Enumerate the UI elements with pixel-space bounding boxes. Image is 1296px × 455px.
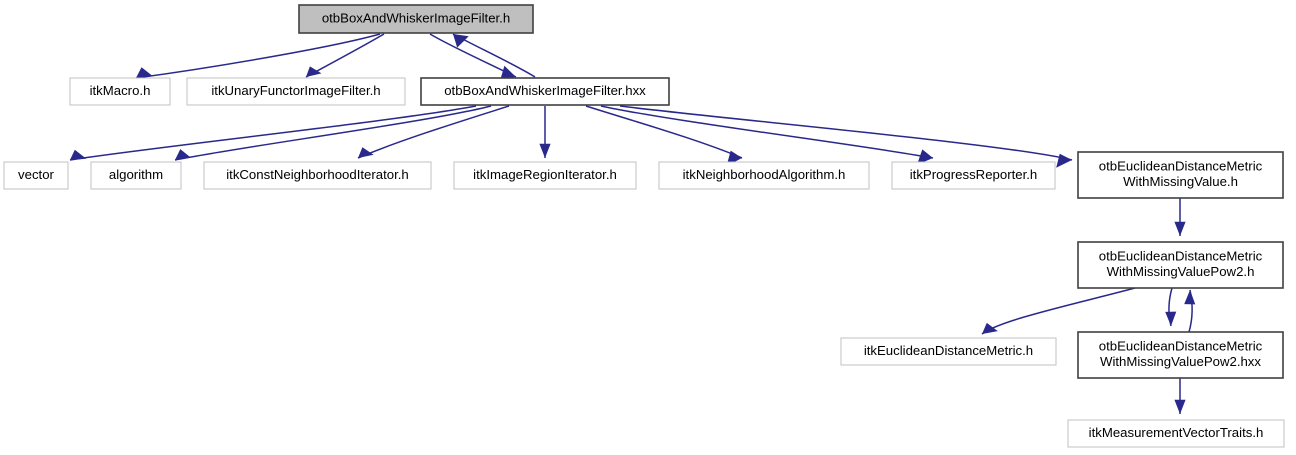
nodes-layer: otbBoxAndWhiskerImageFilter.h itkMacro.h i… — [3, 4, 1285, 448]
graph-node-hxx[interactable]: otbBoxAndWhiskerImageFilter.hxx — [420, 77, 670, 106]
node-box[interactable] — [1067, 419, 1285, 448]
edge-root-to-hxx — [429, 33, 517, 80]
graph-node-itkunary[interactable]: itkUnaryFunctorImageFilter.h — [186, 77, 406, 106]
edge-hxx-to-neighboralg — [585, 105, 743, 167]
edges-layer — [69, 33, 1196, 414]
arrowhead-icon — [1165, 311, 1177, 326]
node-box[interactable] — [298, 4, 534, 34]
edge-hxx-to-algorithm — [174, 105, 492, 161]
node-label: WithMissingValue.h — [1123, 174, 1238, 189]
graph-node-itkmacro[interactable]: itkMacro.h — [69, 77, 171, 106]
graph-node-edmvpow2hxx[interactable]: otbEuclideanDistanceMetricWithMissingVal… — [1077, 331, 1284, 379]
edge-line — [981, 287, 1136, 335]
graph-node-itkmvt[interactable]: itkMeasurementVectorTraits.h — [1067, 419, 1285, 448]
arrowhead-icon — [358, 147, 374, 158]
arrowhead-icon — [1174, 221, 1186, 236]
node-label: itkMeasurementVectorTraits.h — [1089, 425, 1264, 440]
arrowhead-icon — [500, 65, 516, 80]
edge-root-to-itkmacro — [135, 33, 381, 79]
edge-line — [305, 33, 385, 78]
arrowhead-icon — [1184, 290, 1196, 305]
graph-node-neighboralg[interactable]: itkNeighborhoodAlgorithm.h — [658, 161, 870, 190]
arrowhead-icon — [70, 149, 87, 160]
node-label: otbEuclideanDistanceMetric — [1099, 249, 1263, 264]
node-box[interactable] — [1077, 151, 1284, 199]
edge-line — [585, 105, 743, 159]
node-label: otbBoxAndWhiskerImageFilter.h — [322, 10, 510, 25]
node-label: WithMissingValuePow2.h — [1107, 264, 1255, 279]
node-box[interactable] — [840, 337, 1057, 366]
edge-root-to-itkunary — [305, 33, 385, 78]
graph-node-itkeuclid[interactable]: itkEuclideanDistanceMetric.h — [840, 337, 1057, 366]
node-box[interactable] — [90, 161, 182, 190]
node-box[interactable] — [420, 77, 670, 106]
edge-hxx-to-edmv — [619, 105, 1073, 168]
edge-line — [600, 105, 934, 159]
node-box[interactable] — [186, 77, 406, 106]
node-label: algorithm — [109, 167, 163, 182]
arrowhead-icon — [306, 66, 322, 77]
graph-node-imageregion[interactable]: itkImageRegionIterator.h — [453, 161, 637, 190]
graph-node-progress[interactable]: itkProgressReporter.h — [891, 161, 1056, 190]
node-box[interactable] — [891, 161, 1056, 190]
node-box[interactable] — [3, 161, 69, 190]
edge-hxx-to-imageregion — [539, 106, 551, 158]
edge-hxx-to-progress — [600, 105, 934, 165]
arrowhead-icon — [453, 34, 469, 48]
edge-line — [619, 105, 1073, 161]
node-label: itkNeighborhoodAlgorithm.h — [683, 167, 846, 182]
node-box[interactable] — [658, 161, 870, 190]
arrowhead-icon — [175, 149, 191, 160]
node-label: otbEuclideanDistanceMetric — [1099, 339, 1263, 354]
edge-line — [452, 33, 536, 78]
edge-line — [69, 105, 477, 161]
edge-line — [357, 105, 510, 159]
edge-edmvpow2hxx-to-edmvpow2 — [1184, 289, 1196, 333]
node-box[interactable] — [453, 161, 637, 190]
edge-edmvpow2hxx-to-itkmvt — [1174, 378, 1186, 414]
node-label: otbEuclideanDistanceMetric — [1099, 159, 1263, 174]
graph-node-algorithm[interactable]: algorithm — [90, 161, 182, 190]
node-label: otbBoxAndWhiskerImageFilter.hxx — [444, 83, 646, 98]
edge-edmvpow2-to-itkeuclid — [981, 287, 1136, 335]
edge-line — [135, 33, 381, 79]
node-label: itkImageRegionIterator.h — [473, 167, 617, 182]
node-box[interactable] — [1077, 331, 1284, 379]
arrowhead-icon — [982, 322, 998, 334]
edge-hxx-to-constneighbor — [357, 105, 510, 159]
edge-hxx-to-vector — [69, 105, 477, 161]
node-label: vector — [18, 167, 55, 182]
arrowhead-icon — [1174, 399, 1186, 414]
graph-node-vector[interactable]: vector — [3, 161, 69, 190]
edge-hxx-to-root — [452, 33, 536, 78]
graph-node-edmvpow2[interactable]: otbEuclideanDistanceMetricWithMissingVal… — [1077, 241, 1284, 289]
node-label: WithMissingValuePow2.hxx — [1100, 354, 1261, 369]
edge-edmvpow2-to-edmvpow2hxx — [1165, 287, 1177, 327]
edge-line — [174, 105, 492, 161]
arrowhead-icon — [136, 67, 152, 78]
graph-node-root[interactable]: otbBoxAndWhiskerImageFilter.h — [298, 4, 534, 34]
node-label: itkUnaryFunctorImageFilter.h — [211, 83, 380, 98]
node-label: itkMacro.h — [90, 83, 151, 98]
node-box[interactable] — [203, 161, 432, 190]
arrowhead-icon — [917, 149, 933, 165]
graph-node-constneighbor[interactable]: itkConstNeighborhoodIterator.h — [203, 161, 432, 190]
edge-edmv-to-edmvpow2 — [1174, 198, 1186, 236]
node-label: itkConstNeighborhoodIterator.h — [226, 167, 409, 182]
node-label: itkEuclideanDistanceMetric.h — [864, 343, 1033, 358]
graph-node-edmv[interactable]: otbEuclideanDistanceMetricWithMissingVal… — [1077, 151, 1284, 199]
node-box[interactable] — [1077, 241, 1284, 289]
arrowhead-icon — [539, 143, 551, 158]
node-box[interactable] — [69, 77, 171, 106]
arrowhead-icon — [1056, 153, 1072, 168]
node-label: itkProgressReporter.h — [910, 167, 1038, 182]
